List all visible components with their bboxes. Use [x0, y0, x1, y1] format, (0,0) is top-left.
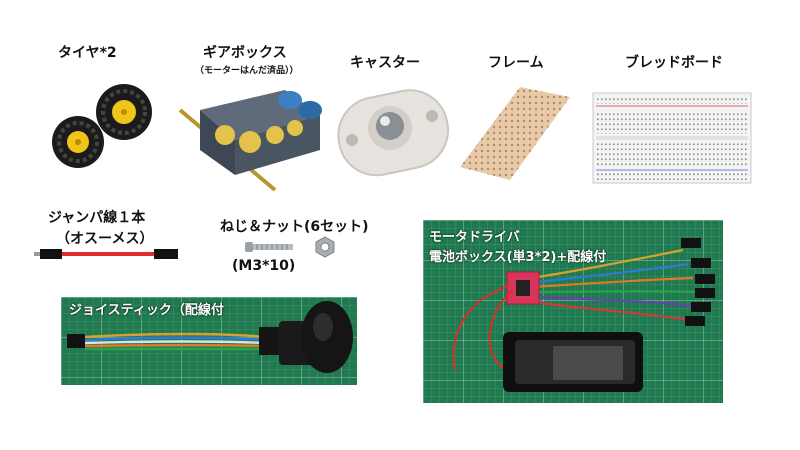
- screws-label: ねじ＆ナット(6セット): [220, 219, 369, 235]
- jumper-note: （オスーメス）: [56, 231, 154, 247]
- jumper-image: [34, 249, 178, 259]
- joystick-panel: ジョイスティック（配線付: [61, 297, 357, 385]
- driver-image: [452, 238, 715, 392]
- tire-image: [52, 84, 152, 168]
- joystick-label: ジョイスティック（配線付: [69, 303, 224, 318]
- screw-image: [245, 242, 293, 252]
- gearbox-label: ギアボックス: [203, 45, 287, 61]
- tire-label: タイヤ*2: [58, 45, 117, 61]
- gearbox-note: （モーターはんだ済品））: [195, 66, 299, 76]
- driver-panel: モータドライバ 電池ボックス(単3*2)+配線付: [423, 220, 723, 403]
- driver-label: モータドライバ: [429, 230, 520, 245]
- frame-label: フレーム: [488, 55, 544, 71]
- breadboard-image: [592, 92, 752, 184]
- caster-image: [337, 89, 450, 177]
- frame-image: [460, 87, 570, 180]
- joystick-image: [67, 301, 353, 373]
- jumper-label: ジャンパ線１本: [48, 210, 146, 226]
- screws-size: (M3*10): [232, 258, 296, 274]
- gearbox-image: [178, 90, 322, 192]
- breadboard-label: ブレッドボード: [625, 55, 723, 71]
- nut-image: [315, 236, 335, 258]
- caster-label: キャスター: [350, 55, 420, 71]
- driver-battery-label: 電池ボックス(単3*2)+配線付: [429, 250, 607, 265]
